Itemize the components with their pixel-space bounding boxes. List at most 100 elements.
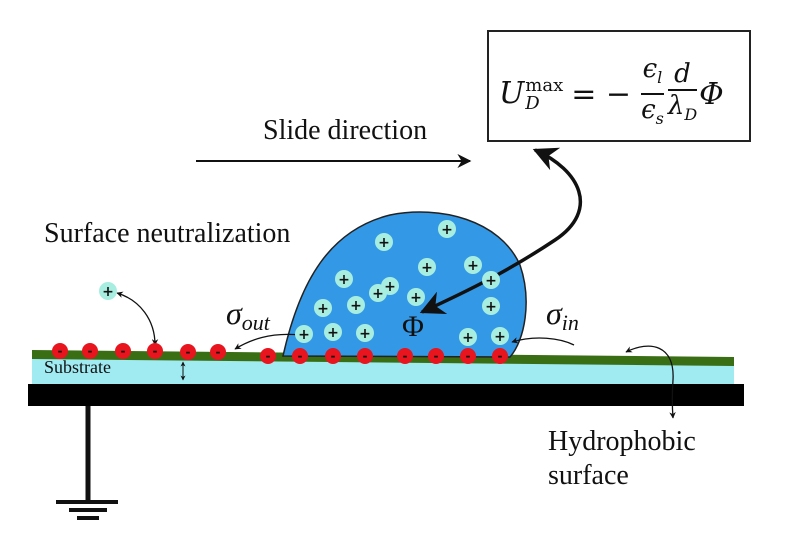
sigma-out-arrow <box>234 333 301 350</box>
sigma-out-label: σout <box>226 295 270 336</box>
eq-lhs-sub: D <box>525 92 540 114</box>
eq-frac1-num-sub: l <box>657 68 663 87</box>
negative-ion: - <box>292 348 308 364</box>
positive-ion: + <box>482 271 500 289</box>
plus-sign: + <box>327 325 339 341</box>
negative-ion: - <box>180 344 196 360</box>
slide-direction-label: Slide direction <box>263 115 428 146</box>
plus-sign: + <box>462 330 474 346</box>
eq-frac2-num: d <box>674 58 691 89</box>
minus-sign: - <box>403 349 408 363</box>
surface-neutralization-label: Surface neutralization <box>44 218 291 249</box>
phi-label: Φ <box>402 310 424 343</box>
plus-sign: + <box>372 286 384 302</box>
positive-ion: + <box>347 296 365 314</box>
plus-sign: + <box>441 222 453 238</box>
minus-sign: - <box>88 344 93 358</box>
negative-ion: - <box>52 343 68 359</box>
eq-fraction-epsilon: ϵl ϵs <box>641 54 664 134</box>
negative-ion: - <box>325 348 341 364</box>
negative-ion: - <box>492 348 508 364</box>
negative-ion: - <box>115 343 131 359</box>
plus-sign: + <box>102 284 114 300</box>
positive-ion: + <box>438 220 456 238</box>
negative-ion: - <box>210 344 226 360</box>
positive-ion: + <box>324 323 342 341</box>
minus-sign: - <box>498 349 503 363</box>
positive-ion: + <box>464 256 482 274</box>
plus-sign: + <box>350 298 362 314</box>
hydrophobic-layer <box>32 350 734 366</box>
positive-ion: + <box>356 324 374 342</box>
plus-sign: + <box>467 258 479 274</box>
minus-sign: - <box>186 345 191 359</box>
eq-fraction-debye: d λD <box>667 58 698 130</box>
eq-frac1-den-sub: s <box>655 109 664 128</box>
plus-sign: + <box>298 327 310 343</box>
sigma-out-symbol: σ <box>226 295 242 331</box>
minus-sign: - <box>121 344 126 358</box>
negative-ion: - <box>460 348 476 364</box>
minus-sign: - <box>363 349 368 363</box>
sigma-in-symbol: σ <box>546 295 562 331</box>
negative-ion: - <box>260 348 276 364</box>
plus-sign: + <box>410 290 422 306</box>
sigma-in-label: σin <box>546 295 579 336</box>
eq-frac2-den-sub: D <box>684 104 698 124</box>
eq-frac2-den: λ <box>667 90 685 121</box>
eq-lhs-symbol: U <box>499 75 525 111</box>
plus-sign: + <box>378 235 390 251</box>
equation-link-arrow <box>419 147 583 314</box>
hydrophobic-surface-label: Hydrophobic surface <box>548 425 696 493</box>
positive-ion: + <box>295 325 313 343</box>
eq-rhs: Φ <box>699 76 724 112</box>
eq-lhs-sup: max <box>525 74 564 96</box>
minus-sign: - <box>216 345 221 359</box>
positive-ion: + <box>459 328 477 346</box>
plus-sign: + <box>485 273 497 289</box>
eq-frac1-den: ϵ <box>641 95 656 125</box>
hydrophobic-arrow <box>625 345 676 419</box>
eq-frac1-num: ϵ <box>642 54 658 84</box>
minus-sign: - <box>58 344 63 358</box>
minus-sign: - <box>466 349 471 363</box>
hydrophobic-surface-line2: surface <box>548 460 629 491</box>
negative-ion: - <box>397 348 413 364</box>
sigma-in-subscript: in <box>561 310 579 335</box>
negative-ion: - <box>82 343 98 359</box>
negative-ion: - <box>147 343 163 359</box>
plus-sign: + <box>494 329 506 345</box>
plus-sign: + <box>317 301 329 317</box>
positive-ion: + <box>375 233 393 251</box>
minus-sign: - <box>298 349 303 363</box>
hydrophobic-surface-line1: Hydrophobic <box>548 426 696 457</box>
plus-sign: + <box>359 326 371 342</box>
positive-ion: + <box>314 299 332 317</box>
plus-sign: + <box>421 260 433 276</box>
positive-ion: + <box>99 282 117 300</box>
neutralization-arrow <box>116 291 159 346</box>
minus-sign: - <box>153 344 158 358</box>
plus-sign: + <box>485 299 497 315</box>
substrate-label: Substrate <box>44 357 111 377</box>
eq-equals: = − <box>571 76 632 112</box>
sigma-out-subscript: out <box>241 310 270 335</box>
positive-ion: + <box>335 270 353 288</box>
plus-sign: + <box>338 272 350 288</box>
positive-ion: + <box>369 284 387 302</box>
minus-sign: - <box>434 349 439 363</box>
minus-sign: - <box>266 349 271 363</box>
minus-sign: - <box>331 349 336 363</box>
positive-ion: + <box>491 327 509 345</box>
ground-icon <box>56 500 118 520</box>
positive-ion: + <box>418 258 436 276</box>
negative-ion: - <box>357 348 373 364</box>
positive-ion: + <box>482 297 500 315</box>
positive-ion: + <box>407 288 425 306</box>
plus-sign: + <box>384 279 396 295</box>
